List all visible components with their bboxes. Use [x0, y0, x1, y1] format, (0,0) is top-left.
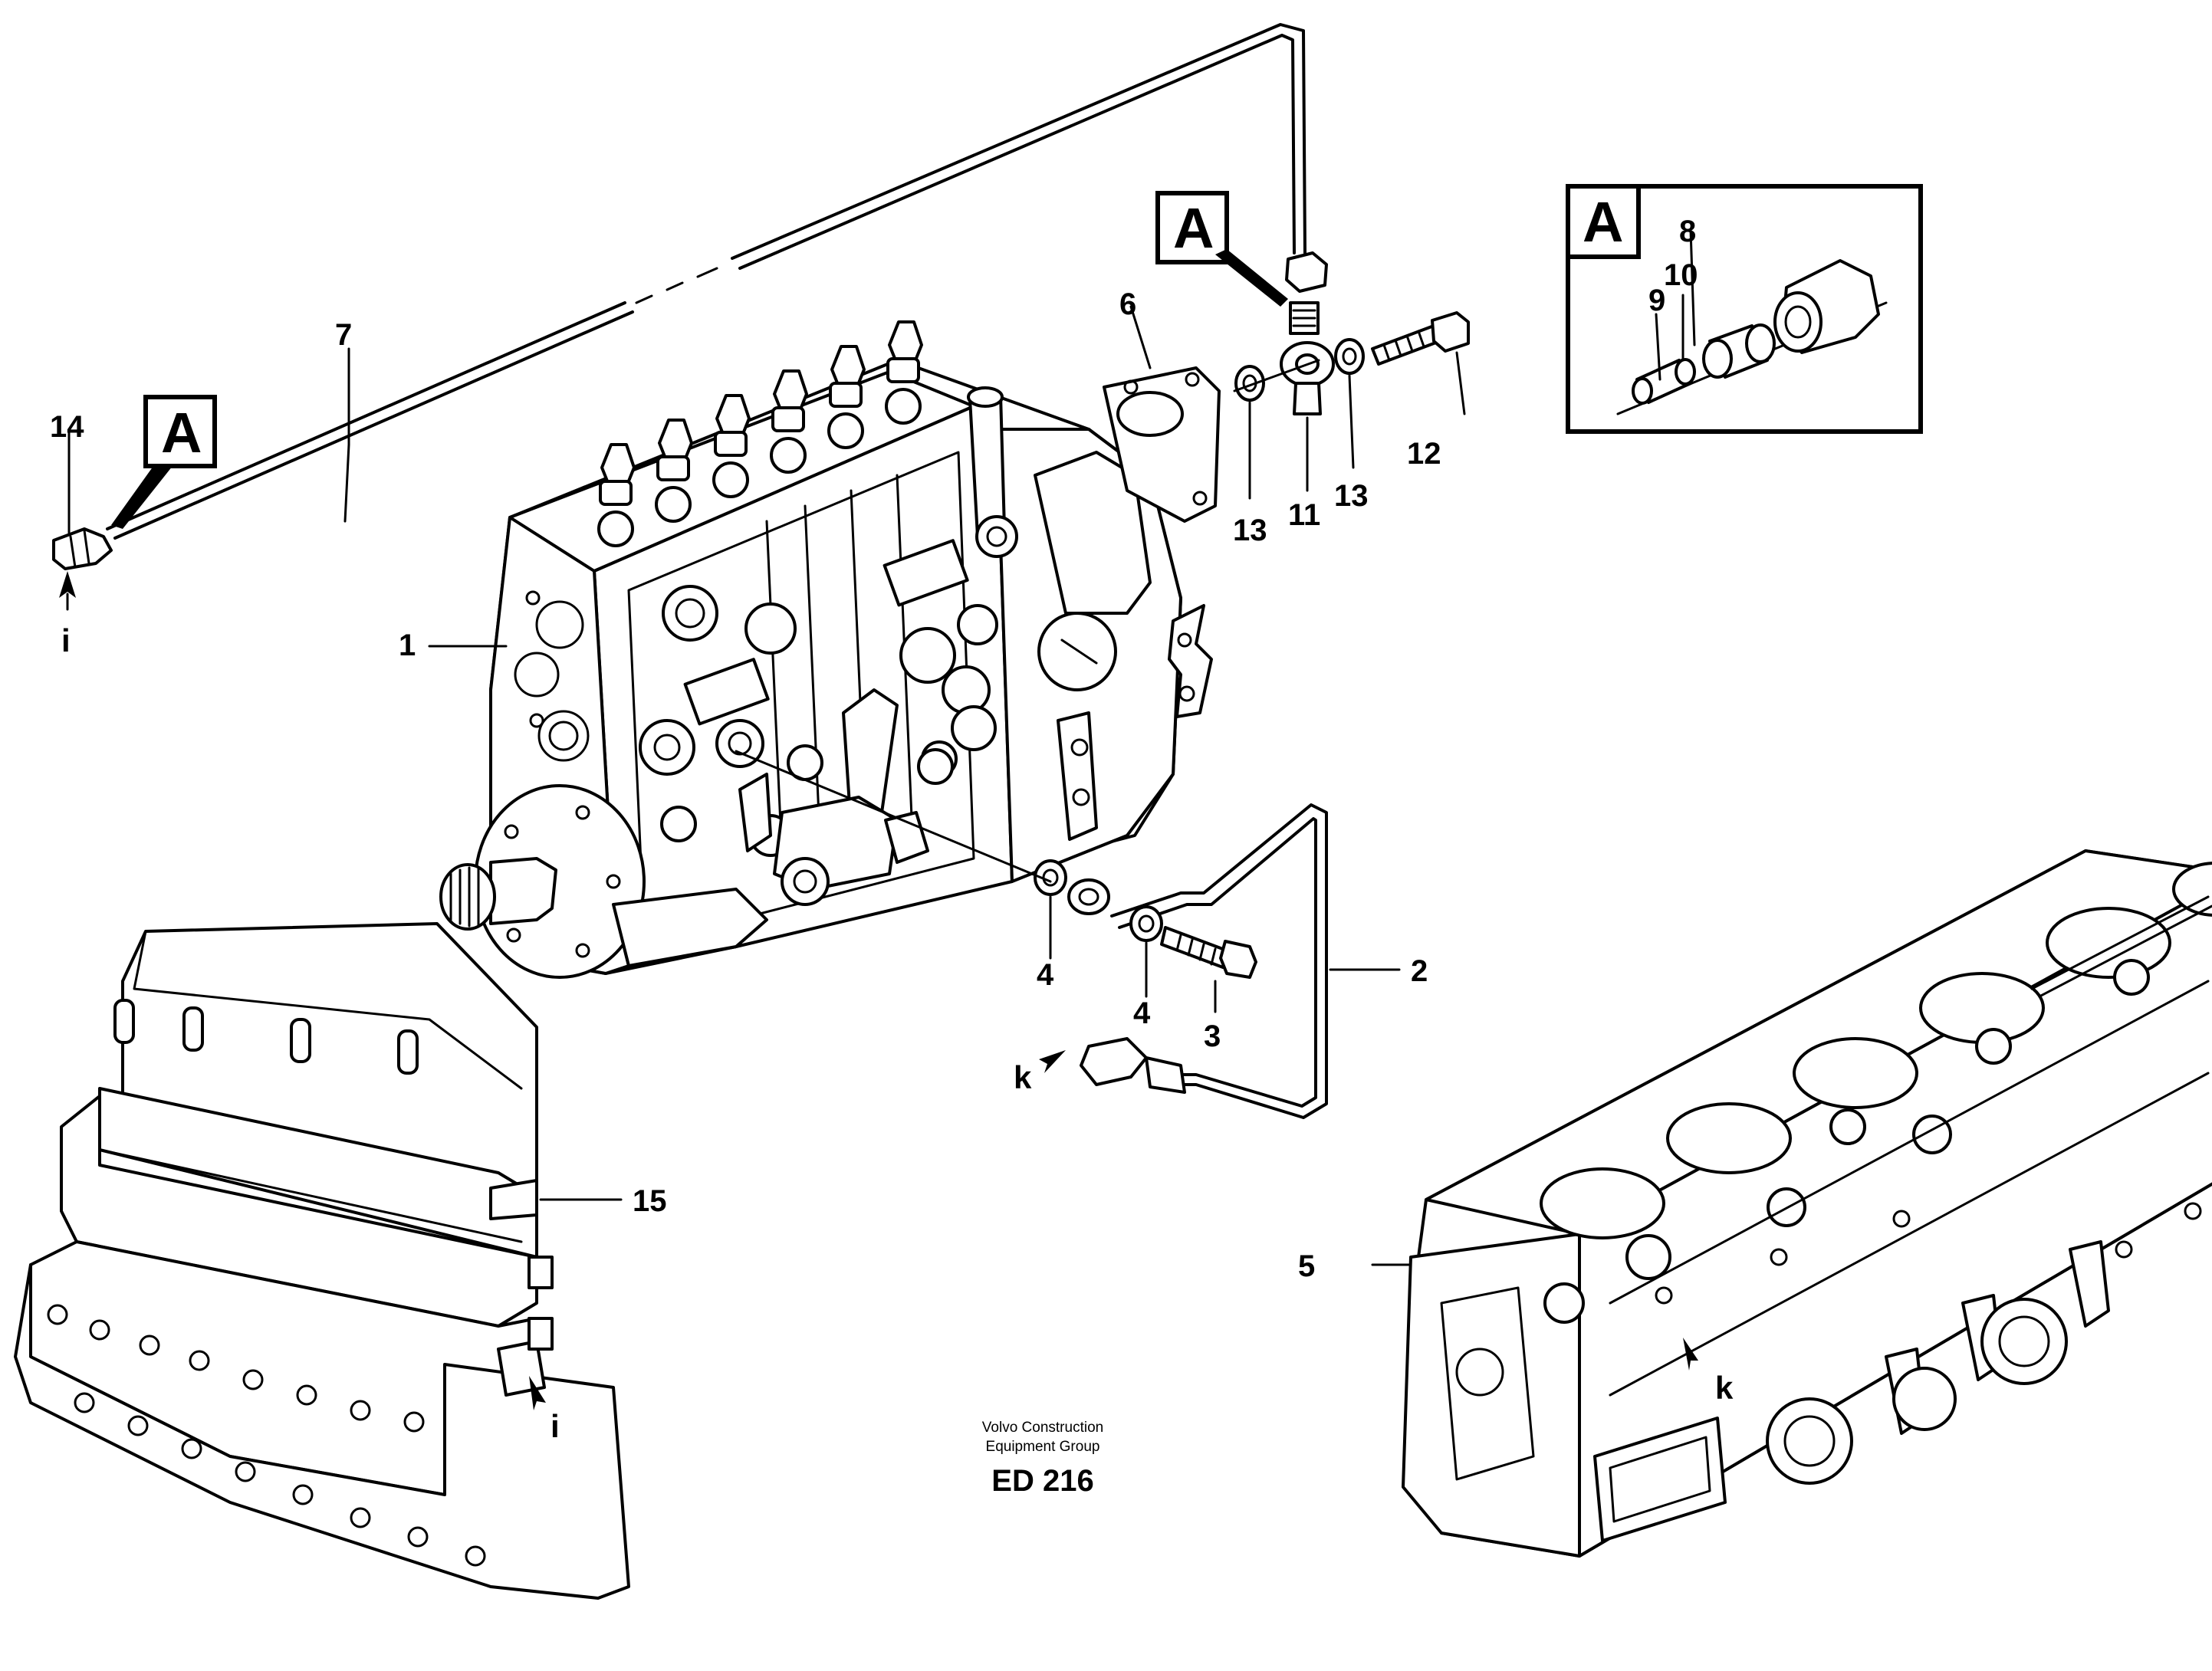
callout-11: 11 — [1288, 498, 1320, 532]
detail-tag-a-center-letter: A — [1173, 196, 1214, 260]
arrow-i-bottom — [529, 1376, 546, 1410]
injection-pump-1 — [439, 320, 1221, 979]
arrow-k-hose — [1039, 1050, 1066, 1073]
arrow-i-left — [59, 571, 76, 611]
callout-10: 10 — [1664, 258, 1698, 292]
callout-13-left: 13 — [1233, 514, 1267, 547]
ref-k-hose: k — [1014, 1059, 1032, 1095]
union-nut-fitting — [1285, 251, 1328, 335]
footer-code: ED 216 — [991, 1464, 1093, 1498]
bolt-3 — [1160, 926, 1257, 979]
nipple-14 — [52, 527, 113, 570]
callout-2: 2 — [1411, 954, 1428, 988]
callout-12: 12 — [1407, 437, 1441, 471]
detail-tag-a-left — [111, 395, 217, 529]
sleeve-10 — [1702, 323, 1776, 379]
callout-13-right: 13 — [1334, 479, 1369, 513]
delivery-valves — [597, 320, 923, 547]
fuel-pipe-7 — [106, 23, 1306, 540]
footer-company-line1: Volvo Construction — [982, 1420, 1103, 1436]
detail-a-box — [1566, 184, 1923, 434]
union-fitting-k — [1080, 1037, 1186, 1094]
callout-6: 6 — [1119, 287, 1136, 321]
detail-box-a-letter: A — [1583, 190, 1623, 254]
callout-3: 3 — [1204, 1019, 1221, 1053]
callout-5: 5 — [1298, 1249, 1315, 1283]
ref-k-block: k — [1715, 1370, 1734, 1406]
washer-4-right — [1129, 905, 1163, 942]
callout-9: 9 — [1648, 284, 1665, 317]
hollow-screw-12 — [1371, 311, 1470, 366]
ref-i-left: i — [61, 622, 71, 658]
banjo-2 — [1067, 878, 1110, 915]
nut-8 — [1773, 259, 1880, 354]
callout-7: 7 — [335, 318, 352, 352]
engine-block-5 — [1402, 849, 2212, 1558]
callout-15: 15 — [633, 1184, 667, 1218]
screw-axis-line — [735, 750, 1052, 883]
callout-14: 14 — [50, 410, 84, 444]
callout-4-right: 4 — [1133, 996, 1151, 1030]
leader-lines — [67, 228, 1696, 1266]
detail-tag-a-left-letter: A — [161, 401, 202, 465]
banjo-fitting-11 — [1280, 341, 1335, 415]
cylinder-head-15 — [14, 922, 630, 1600]
callout-8: 8 — [1679, 215, 1696, 248]
nipple-9 — [1632, 358, 1696, 405]
callout-1: 1 — [399, 629, 416, 662]
washer-4-left — [1034, 859, 1067, 896]
footer-company-line2: Equipment Group — [986, 1439, 1100, 1455]
fuel-pipe-2 — [1110, 803, 1328, 1119]
callout-4-left: 4 — [1037, 958, 1054, 992]
washer-13-right — [1334, 338, 1365, 375]
arrow-k-block — [1683, 1338, 1698, 1371]
bolt-axis-line — [1233, 359, 1320, 392]
washer-13-left — [1234, 365, 1265, 402]
ref-i-bottom: i — [551, 1408, 560, 1444]
detail-tag-a-center — [1155, 191, 1288, 307]
